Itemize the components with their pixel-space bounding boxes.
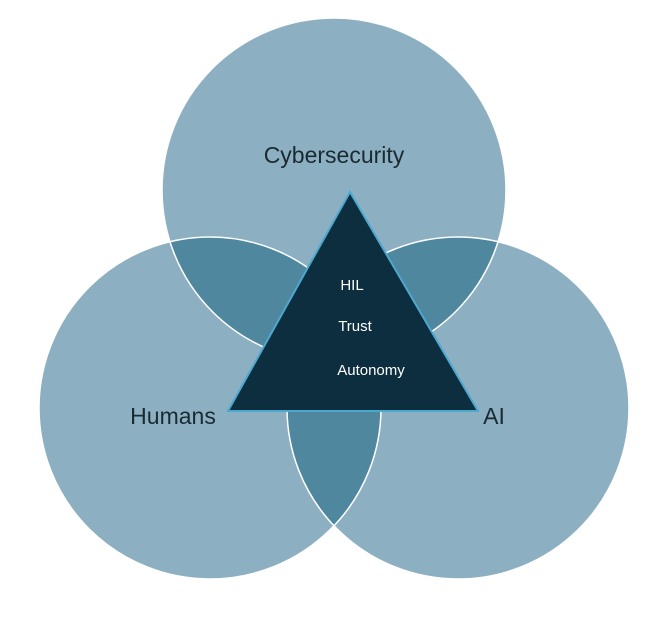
cybersecurity-label: Cybersecurity: [264, 142, 405, 168]
core-triangle: [226, 189, 480, 412]
core-item-trust: Trust: [338, 318, 372, 335]
humans-label: Humans: [130, 403, 216, 429]
core-item-autonomy: Autonomy: [337, 362, 405, 379]
ai-label: AI: [483, 403, 505, 429]
core-item-hil: HIL: [340, 277, 363, 294]
